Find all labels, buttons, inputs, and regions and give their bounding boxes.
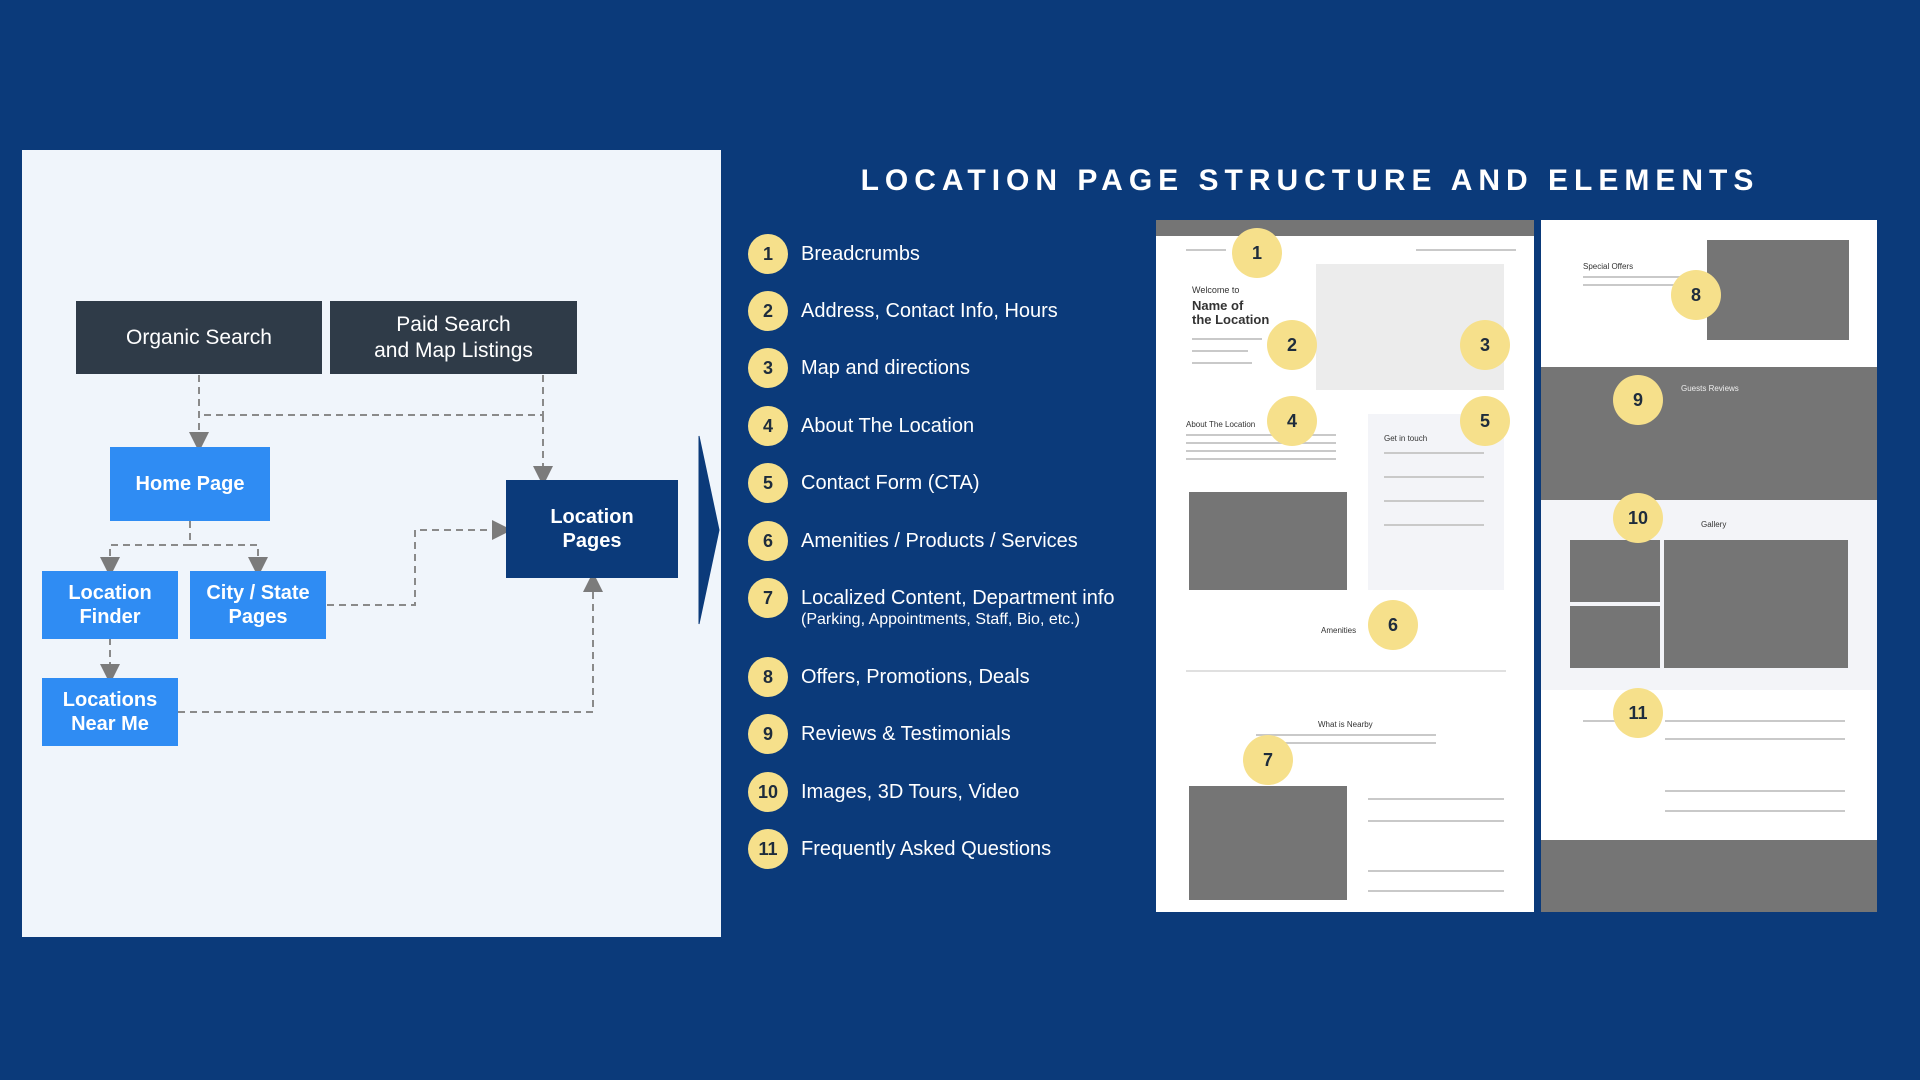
legend-badge: 1 — [748, 234, 788, 274]
legend-label: Contact Form (CTA) — [801, 472, 980, 494]
mockup-badge-1: 1 — [1232, 228, 1282, 278]
legend-text: Images, 3D Tours, Video — [801, 772, 1019, 804]
legend-badge: 9 — [748, 714, 788, 754]
legend-badge: 10 — [748, 772, 788, 812]
legend-item-9: 9 Reviews & Testimonials — [748, 714, 1011, 754]
legend-item-11: 11 Frequently Asked Questions — [748, 829, 1051, 869]
mockup-gallery-image-3 — [1664, 540, 1848, 668]
mockup-gallery-image-1 — [1570, 540, 1660, 602]
mockup-location-name: Name of the Location — [1192, 298, 1270, 327]
legend-item-1: 1 Breadcrumbs — [748, 234, 920, 274]
mockup-footer — [1541, 840, 1877, 912]
mockup-badge-7: 7 — [1243, 735, 1293, 785]
connector-home-split — [100, 521, 191, 577]
mockup-badge-9: 9 — [1613, 375, 1663, 425]
connector-nearme-location — [178, 572, 603, 713]
legend-badge: 11 — [748, 829, 788, 869]
legend-badge: 3 — [748, 348, 788, 388]
legend-item-4: 4 About The Location — [748, 406, 974, 446]
connector-city-location — [327, 520, 512, 606]
legend-item-8: 8 Offers, Promotions, Deals — [748, 657, 1030, 697]
organic-search-box: Organic Search — [76, 301, 322, 374]
mockup-get-in-touch: Get in touch — [1384, 434, 1428, 443]
home-page-box: Home Page — [110, 447, 270, 521]
flow-diagram-panel: Organic Search Paid Search and Map Listi… — [22, 150, 721, 937]
legend-label: Breadcrumbs — [801, 243, 920, 265]
legend-badge: 2 — [748, 291, 788, 331]
legend-label: Reviews & Testimonials — [801, 723, 1011, 745]
location-pages-box: Location Pages — [506, 480, 678, 578]
legend-label: Images, 3D Tours, Video — [801, 781, 1020, 803]
legend-label: Offers, Promotions, Deals — [801, 666, 1030, 688]
legend-item-6: 6 Amenities / Products / Services — [748, 521, 1078, 561]
legend-text: Address, Contact Info, Hours — [801, 291, 1058, 323]
legend-item-5: 5 Contact Form (CTA) — [748, 463, 980, 503]
mockup-gallery-heading: Gallery — [1701, 520, 1727, 529]
mockup-about-heading: About The Location — [1186, 420, 1256, 429]
mockup-badge-3: 3 — [1460, 320, 1510, 370]
legend-badge: 8 — [748, 657, 788, 697]
mockup-badge-6: 6 — [1368, 600, 1418, 650]
mockup-gallery-image-2 — [1570, 606, 1660, 668]
mockup-about-image — [1189, 492, 1347, 590]
legend-label: Frequently Asked Questions — [801, 838, 1052, 860]
mockup-nearby-image — [1189, 786, 1347, 900]
mockup-badge-10: 10 — [1613, 493, 1663, 543]
mockup-page-right: Special Offers Guests Reviews Gallery — [1541, 220, 1877, 912]
legend-item-7: 7 Localized Content, Department info (Park… — [748, 578, 1115, 630]
location-finder-box: Location Finder — [42, 571, 178, 639]
page-title: LOCATION PAGE STRUCTURE AND ELEMENTS — [860, 164, 1760, 197]
legend-item-2: 2 Address, Contact Info, Hours — [748, 291, 1058, 331]
legend-badge: 6 — [748, 521, 788, 561]
mockup-topbar — [1156, 220, 1534, 236]
mockup-badge-2: 2 — [1267, 320, 1317, 370]
legend-text: Amenities / Products / Services — [801, 521, 1078, 553]
legend-sublabel: (Parking, Appointments, Staff, Bio, etc.… — [801, 611, 1080, 628]
city-state-pages-box: City / State Pages — [190, 571, 326, 639]
locations-near-me-box: Locations Near Me — [42, 678, 178, 746]
legend-text: About The Location — [801, 406, 974, 438]
mockup-badge-11: 11 — [1613, 688, 1663, 738]
mockup-offers-heading: Special Offers — [1583, 262, 1634, 271]
paid-search-box: Paid Search and Map Listings — [330, 301, 577, 374]
flow-connectors — [100, 375, 603, 713]
legend-text: Reviews & Testimonials — [801, 714, 1011, 746]
mockup-badge-8: 8 — [1671, 270, 1721, 320]
legend-text: Map and directions — [801, 348, 970, 380]
legend-text: Frequently Asked Questions — [801, 829, 1051, 861]
flow-arrow-chevron — [698, 435, 720, 625]
connector-home-city — [190, 544, 268, 577]
connector-paid-home — [199, 375, 544, 416]
mockup-reviews-section — [1541, 367, 1877, 500]
mockup-reviews-heading: Guests Reviews — [1681, 384, 1739, 393]
legend-text: Breadcrumbs — [801, 234, 920, 266]
legend-badge: 5 — [748, 463, 788, 503]
legend-item-3: 3 Map and directions — [748, 348, 970, 388]
mockup-amenities-heading: Amenities — [1321, 626, 1357, 635]
legend-badge: 7 — [748, 578, 788, 618]
legend-label: Localized Content, Department info — [801, 587, 1115, 609]
legend-label: Amenities / Products / Services — [801, 530, 1078, 552]
mockup-badge-5: 5 — [1460, 396, 1510, 446]
legend-badge: 4 — [748, 406, 788, 446]
mockup-badge-4: 4 — [1267, 396, 1317, 446]
mockup-welcome: Welcome to — [1192, 285, 1240, 295]
legend-text: Contact Form (CTA) — [801, 463, 980, 495]
legend-item-10: 10 Images, 3D Tours, Video — [748, 772, 1019, 812]
mockup-offer-image — [1707, 240, 1849, 340]
legend-label: Map and directions — [801, 357, 970, 379]
legend-label: About The Location — [801, 415, 975, 437]
legend-text: Offers, Promotions, Deals — [801, 657, 1030, 689]
legend-text: Localized Content, Department info (Parki… — [801, 578, 1115, 630]
mockup-nearby-heading: What is Nearby — [1318, 720, 1373, 729]
legend-label: Address, Contact Info, Hours — [801, 300, 1058, 322]
